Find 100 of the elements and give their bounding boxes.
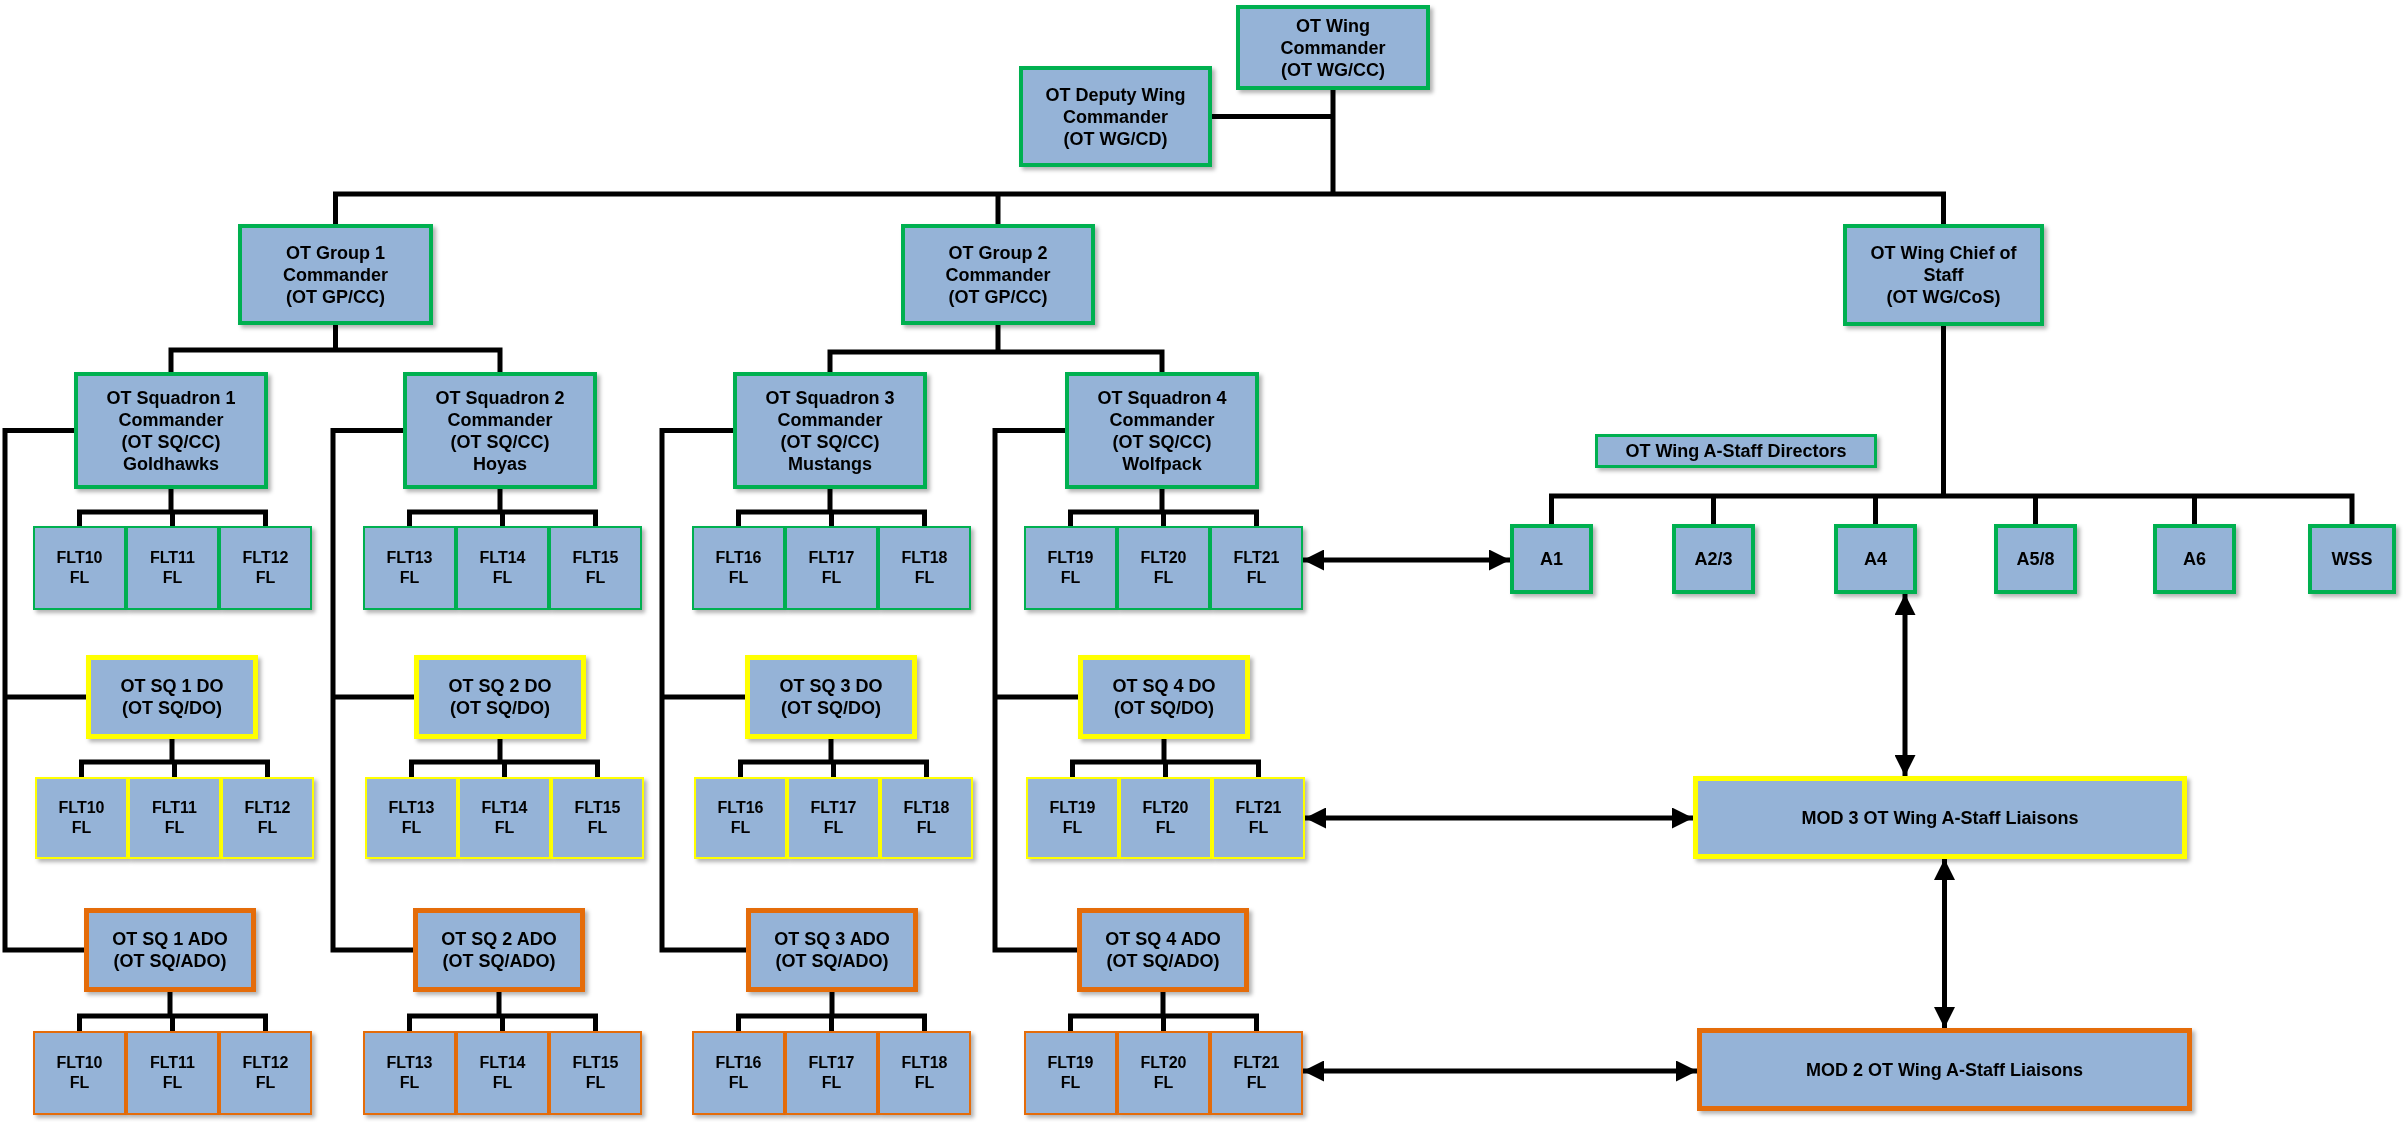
position-box	[1019, 66, 1212, 167]
double-arrow	[1894, 594, 1916, 776]
flight-box	[1212, 777, 1305, 859]
unit-name: Wolfpack	[1122, 452, 1202, 475]
flight-lead-label: FLT12 FL	[243, 798, 292, 838]
flight-box	[126, 1031, 219, 1115]
flight-box	[1117, 526, 1210, 610]
flight-box	[551, 777, 644, 859]
position-title: OT SQ 1 ADO	[112, 928, 228, 950]
position-box	[1077, 908, 1249, 992]
flight-box	[787, 777, 880, 859]
flight-lead-label: FLT20 FL	[1139, 548, 1188, 588]
role-code: (OT SQ/DO)	[450, 697, 550, 719]
position-title: OT SQ 4 ADO	[1105, 928, 1221, 950]
flight-lead-label: FLT16 FL	[714, 1053, 763, 1093]
position-title: OT Wing Commander	[1279, 14, 1387, 59]
double-arrow	[1303, 1060, 1697, 1082]
directorate-code: A1	[1540, 548, 1563, 570]
flight-box	[219, 526, 312, 610]
flight-lead-label: FLT10 FL	[57, 798, 106, 838]
position-title: OT SQ 1 DO	[120, 675, 224, 697]
role-code: (OT SQ/ADO)	[113, 950, 227, 972]
flight-lead-label: FLT20 FL	[1141, 798, 1190, 838]
liaison-box	[1693, 776, 2187, 859]
flight-box	[128, 777, 221, 859]
role-code: (OT SQ/CC)	[1112, 430, 1212, 453]
position-box	[84, 908, 256, 992]
position-title: OT Deputy Wing Commander	[1044, 83, 1187, 128]
flight-box	[1117, 1031, 1210, 1115]
flight-lead-label: FLT13 FL	[385, 548, 434, 588]
flight-lead-label: FLT10 FL	[55, 548, 104, 588]
flight-lead-label: FLT19 FL	[1046, 1053, 1095, 1093]
flight-box	[458, 777, 551, 859]
role-code: (OT SQ/ADO)	[775, 950, 889, 972]
role-code: (OT SQ/CC)	[780, 430, 880, 453]
flight-lead-label: FLT11 FL	[150, 798, 198, 838]
position-box	[1065, 372, 1259, 489]
flight-lead-label: FLT21 FL	[1232, 1053, 1281, 1093]
position-title: OT SQ 3 DO	[779, 675, 883, 697]
unit-name: Mustangs	[788, 452, 872, 475]
position-title: OT SQ 4 DO	[1112, 675, 1216, 697]
unit-name: Goldhawks	[123, 452, 219, 475]
group-heading-box	[1595, 434, 1877, 468]
directorate-box	[1994, 524, 2077, 594]
flight-lead-label: FLT15 FL	[571, 548, 620, 588]
flight-box	[692, 1031, 785, 1115]
position-title: OT Squadron 3 Commander	[764, 386, 896, 431]
position-title: OT Squadron 4 Commander	[1096, 386, 1228, 431]
flight-lead-label: FLT13 FL	[385, 1053, 434, 1093]
flight-lead-label: FLT12 FL	[241, 548, 290, 588]
position-box	[403, 372, 597, 489]
role-code: (OT SQ/ADO)	[442, 950, 556, 972]
directorate-box	[1510, 524, 1593, 594]
flight-box	[35, 777, 128, 859]
flight-lead-label: FLT13 FL	[387, 798, 436, 838]
flight-lead-label: FLT10 FL	[55, 1053, 104, 1093]
flight-lead-label: FLT19 FL	[1046, 548, 1095, 588]
flight-box	[363, 1031, 456, 1115]
flight-lead-label: FLT14 FL	[478, 548, 527, 588]
directorate-code: WSS	[2331, 548, 2373, 570]
flight-box	[126, 526, 219, 610]
directorate-code: A6	[2183, 548, 2206, 570]
position-box	[733, 372, 927, 489]
flight-box	[456, 1031, 549, 1115]
flight-box	[880, 777, 973, 859]
flight-box	[219, 1031, 312, 1115]
role-code: (OT SQ/CC)	[450, 430, 550, 453]
double-arrow	[1305, 807, 1693, 829]
flight-lead-label: FLT14 FL	[478, 1053, 527, 1093]
position-title: OT Wing Chief of Staff	[1869, 242, 2018, 286]
flight-box	[785, 526, 878, 610]
position-title: OT SQ 3 ADO	[774, 928, 890, 950]
unit-name: Hoyas	[473, 452, 527, 475]
position-box	[413, 908, 585, 992]
role-code: (OT GP/CC)	[286, 285, 385, 308]
flight-box	[33, 526, 126, 610]
flight-box	[456, 526, 549, 610]
directorate-code: A2/3	[1694, 548, 1733, 570]
flight-box	[33, 1031, 126, 1115]
directorate-code: A5/8	[2016, 548, 2055, 570]
flight-box	[1210, 526, 1303, 610]
flight-box	[363, 526, 456, 610]
position-title: OT Group 2 Commander	[944, 241, 1052, 286]
role-code: (OT SQ/DO)	[122, 697, 222, 719]
position-box	[745, 655, 917, 739]
position-title: OT Group 1 Commander	[282, 241, 389, 286]
flight-box	[878, 1031, 971, 1115]
double-arrow	[1934, 859, 1955, 1028]
directorate-box	[1672, 524, 1755, 594]
flight-box	[785, 1031, 878, 1115]
double-arrow	[1303, 549, 1510, 571]
role-code: (OT SQ/DO)	[781, 697, 881, 719]
flight-box	[549, 1031, 642, 1115]
liaison-box	[1697, 1028, 2192, 1111]
flight-lead-label: FLT11 FL	[148, 548, 196, 588]
flight-box	[1119, 777, 1212, 859]
role-code: (OT SQ/ADO)	[1106, 950, 1220, 972]
flight-lead-label: FLT11 FL	[148, 1053, 196, 1093]
group-heading: OT Wing A-Staff Directors	[1625, 440, 1847, 462]
flight-lead-label: FLT17 FL	[807, 548, 856, 588]
